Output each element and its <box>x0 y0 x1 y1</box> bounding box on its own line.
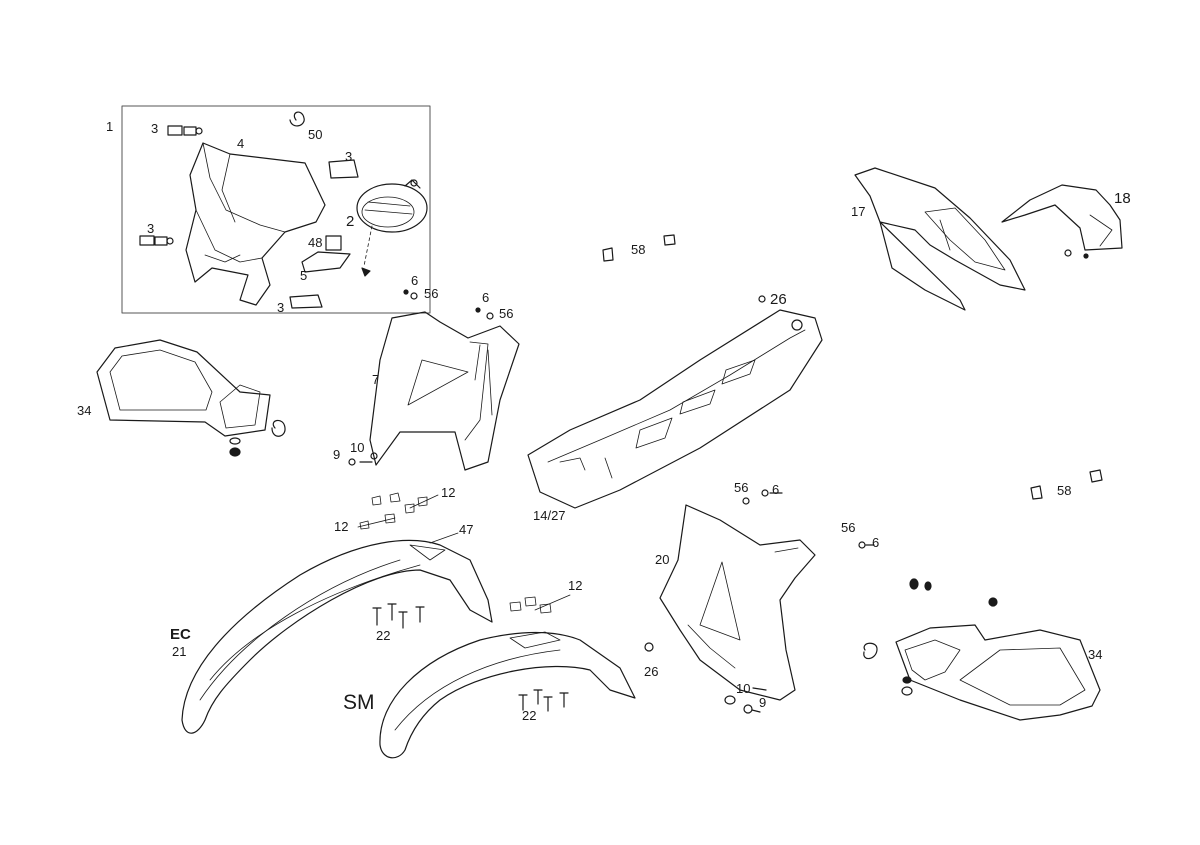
label-22-b: 22 <box>522 708 537 723</box>
label-14-27: 14/27 <box>533 508 566 523</box>
label-12-b: 12 <box>334 519 349 534</box>
label-10-b: 10 <box>736 681 751 696</box>
headlight-unit-part <box>356 179 428 233</box>
label-7: 7 <box>372 372 380 387</box>
label-4: 4 <box>237 136 245 151</box>
label-ec: EC <box>170 626 191 643</box>
label-6-c: 6 <box>772 482 780 497</box>
label-58-b: 58 <box>1057 483 1072 498</box>
side-cover-part <box>659 489 875 714</box>
headlight-assembly-frame <box>121 105 431 314</box>
headlight-brackets <box>139 111 373 309</box>
label-6-a: 6 <box>411 273 419 288</box>
label-10-a: 10 <box>350 440 365 455</box>
fork-guard-front-plate-part <box>348 289 520 471</box>
label-1: 1 <box>106 119 114 134</box>
label-47: 47 <box>459 522 474 537</box>
label-9-b: 9 <box>759 695 767 710</box>
side-panel-left-part <box>96 339 286 457</box>
label-5: 5 <box>300 268 308 283</box>
label-3-b: 3 <box>345 149 353 164</box>
label-22-a: 22 <box>376 628 391 643</box>
label-56-c: 56 <box>734 480 749 495</box>
label-34-b: 34 <box>1088 647 1103 662</box>
label-34-a: 34 <box>77 403 92 418</box>
label-48: 48 <box>308 235 323 250</box>
rear-mudguard-part <box>1001 184 1123 259</box>
label-6-b: 6 <box>482 290 490 305</box>
label-50: 50 <box>308 127 323 142</box>
label-6-d: 6 <box>872 535 880 550</box>
label-26-a: 26 <box>770 291 787 308</box>
label-2: 2 <box>346 213 355 230</box>
label-3-a: 3 <box>151 121 159 136</box>
label-18: 18 <box>1114 190 1131 207</box>
label-26-b: 26 <box>644 664 659 679</box>
clips-top <box>602 234 1103 500</box>
label-56-a: 56 <box>424 286 439 301</box>
side-panel-right-part <box>863 578 1101 721</box>
label-21: 21 <box>172 644 187 659</box>
label-sm: SM <box>343 691 375 714</box>
label-56-b: 56 <box>499 306 514 321</box>
front-fender-ec-part <box>181 492 493 734</box>
label-12-c: 12 <box>568 578 583 593</box>
label-9-a: 9 <box>333 447 341 462</box>
label-3-d: 3 <box>277 300 285 315</box>
label-58-a: 58 <box>631 242 646 257</box>
label-12-a: 12 <box>441 485 456 500</box>
label-17: 17 <box>851 204 866 219</box>
label-56-d: 56 <box>841 520 856 535</box>
headlight-mask-part <box>185 142 326 306</box>
label-3-c: 3 <box>147 221 155 236</box>
rear-fender-part <box>854 167 1026 311</box>
front-fender-sm-part <box>379 594 654 759</box>
label-20: 20 <box>655 552 670 567</box>
seat-part <box>527 295 823 509</box>
